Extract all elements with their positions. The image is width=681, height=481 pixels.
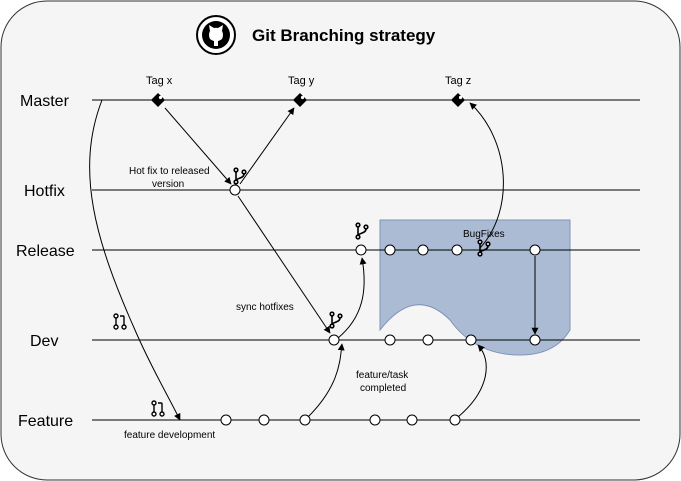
feature-dev-note: feature development	[124, 430, 215, 441]
feature-done-note-line2: completed	[360, 383, 406, 394]
feature-done-note-line1: feature/task	[356, 370, 409, 381]
commit-node	[449, 414, 461, 426]
release-to-tag-z-arrow	[469, 102, 504, 249]
commit-node	[406, 414, 418, 426]
feature-to-dev-arrow-1	[307, 343, 345, 418]
commit-node	[417, 244, 429, 256]
commit-node	[384, 334, 396, 346]
bugfix-zone	[379, 219, 571, 356]
tag-x-label: Tag x	[146, 75, 173, 87]
branch-label-hotfix: Hotfix	[24, 183, 65, 200]
commit-node	[229, 184, 241, 196]
commit-node	[355, 244, 367, 256]
commit-node	[451, 244, 463, 256]
diagram-title: Git Branching strategy	[252, 26, 436, 45]
commit-node	[299, 414, 311, 426]
hotfix-note-line1: Hot fix to released	[129, 166, 210, 177]
branch-label-release: Release	[16, 243, 75, 260]
commit-node	[328, 334, 340, 346]
commit-nodes	[220, 184, 541, 426]
hotfix-to-tag-y-arrow	[239, 107, 295, 185]
tag-x-to-hotfix-arrow	[164, 107, 232, 185]
dev-to-release-arrow	[337, 257, 367, 339]
commit-node	[529, 244, 541, 256]
commit-node	[220, 414, 232, 426]
tag-z-label: Tag z	[445, 75, 471, 87]
commit-node	[384, 244, 396, 256]
sync-hotfixes-arrow	[237, 195, 331, 334]
tag-y-label: Tag y	[288, 75, 315, 87]
hotfix-note-line2: version	[152, 179, 184, 190]
branch-label-dev: Dev	[30, 333, 58, 350]
commit-node	[258, 414, 270, 426]
commit-node	[465, 334, 477, 346]
branch-label-feature: Feature	[18, 413, 73, 430]
branch-off-curve	[89, 99, 181, 421]
branch-label-master: Master	[20, 93, 70, 110]
github-icon	[196, 15, 236, 55]
sync-hotfixes-note: sync hotfixes	[236, 302, 294, 313]
feature-to-dev-arrow-2	[457, 344, 487, 418]
commit-node	[369, 414, 381, 426]
commit-node	[422, 334, 434, 346]
commit-node	[529, 334, 541, 346]
bugfixes-note: BugFixes	[463, 229, 505, 240]
